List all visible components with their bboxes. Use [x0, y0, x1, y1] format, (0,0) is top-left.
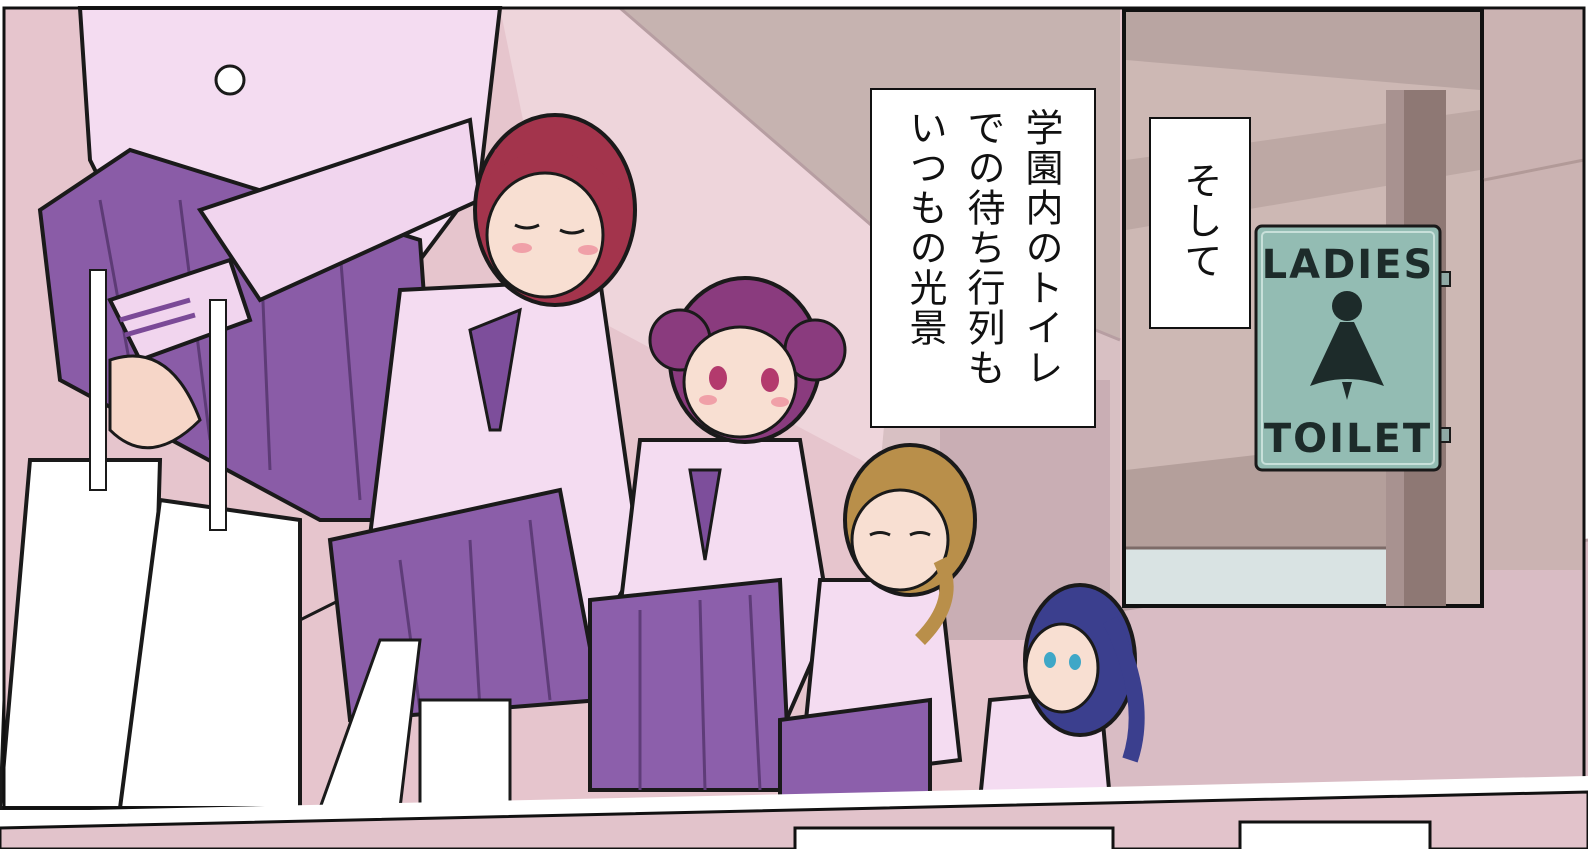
sign-bottom-label: TOILET	[1264, 416, 1432, 462]
woman-figure-icon	[1310, 291, 1384, 400]
sign-top-label: LADIES	[1262, 242, 1435, 288]
inset-narration-line: そして	[1178, 161, 1222, 281]
girl-red-hair	[317, 113, 643, 810]
toilet-sign	[1254, 224, 1451, 472]
narration-line: での待ち行列も	[961, 108, 1005, 388]
narration-box: 学園内のトイレ での待ち行列も いつもの光景	[870, 88, 1096, 428]
lower-panel-edge	[0, 776, 1588, 849]
girl-purple-pigtails	[588, 276, 847, 792]
girl-foreground	[0, 6, 503, 810]
inset-narration-box: そして	[1149, 117, 1251, 329]
narration-line: いつもの光景	[903, 108, 947, 348]
narration-line: 学園内のトイレ	[1019, 108, 1063, 388]
girl-blue-hair	[977, 583, 1145, 802]
